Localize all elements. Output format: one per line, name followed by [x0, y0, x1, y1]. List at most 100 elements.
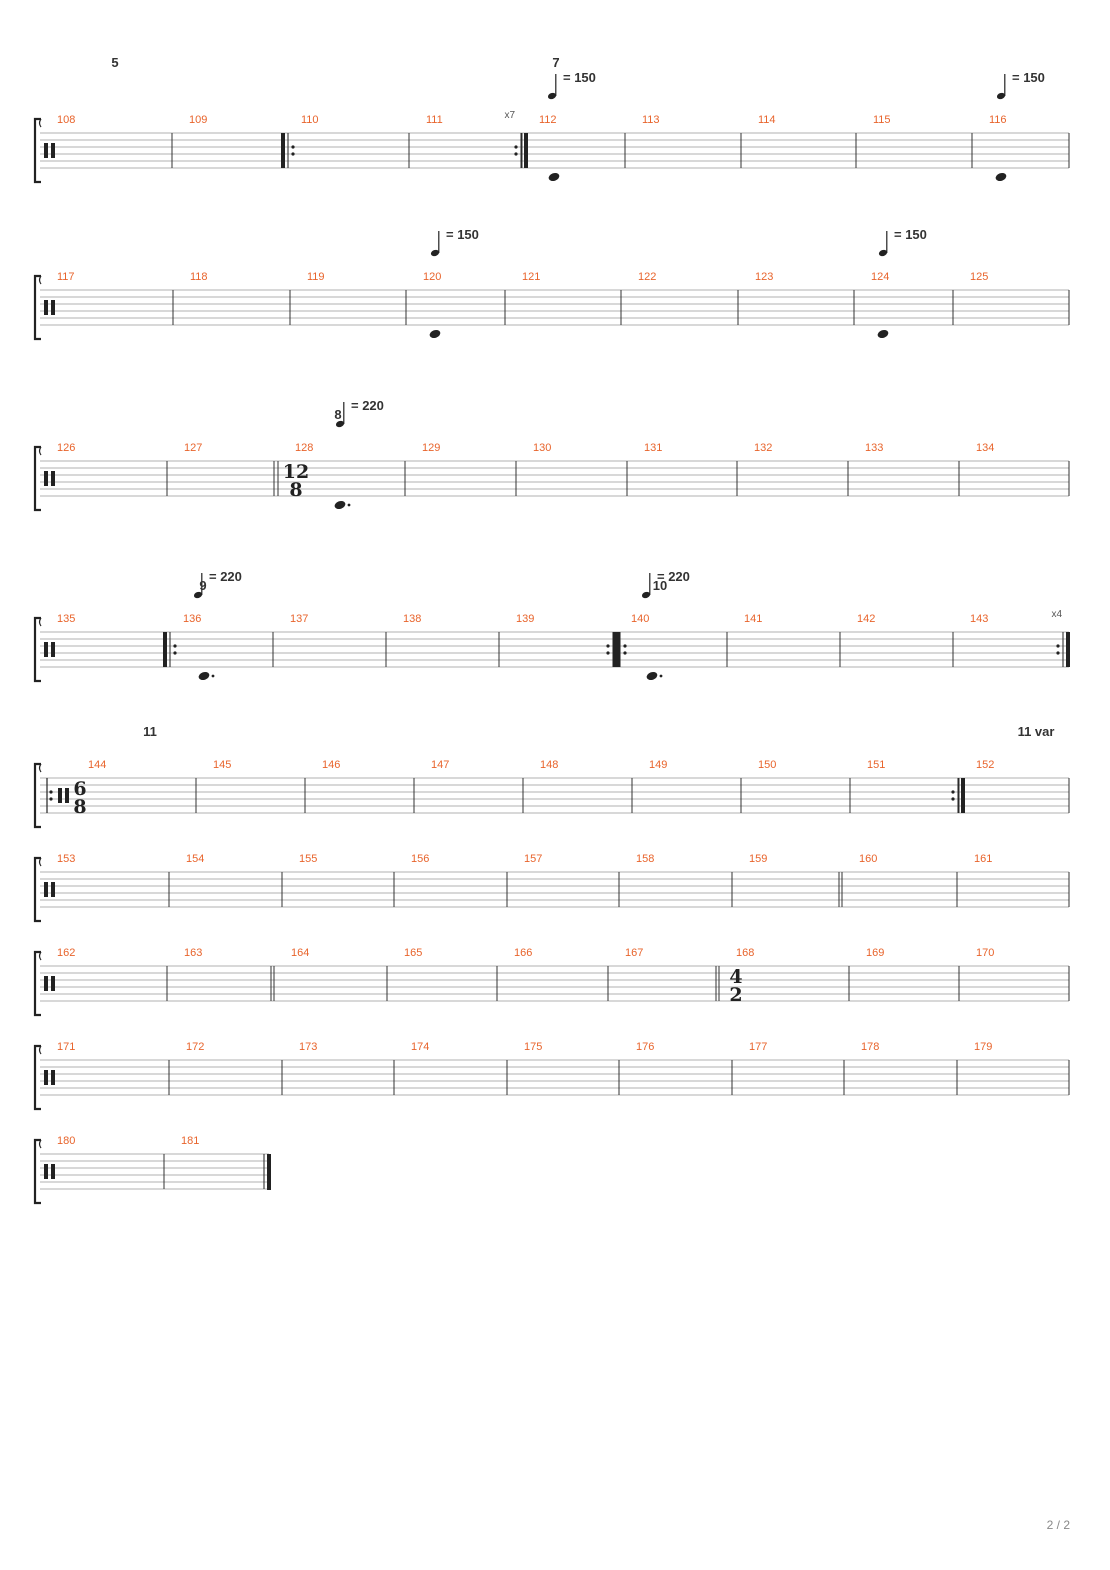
percussion-clef-icon — [58, 788, 62, 803]
bar-number: 112 — [539, 114, 557, 126]
section-label: 7 — [552, 55, 559, 70]
percussion-clef-icon — [51, 300, 55, 315]
bar-number: 173 — [299, 1041, 317, 1053]
bracket-hook — [38, 951, 42, 961]
bass-drum-note — [646, 671, 658, 681]
bar-number: 148 — [540, 759, 558, 771]
bar-number: 153 — [57, 853, 75, 865]
section-label: 11 — [143, 724, 157, 739]
bar-number: 162 — [57, 947, 75, 959]
system-bracket — [33, 856, 41, 923]
bar-number: 179 — [974, 1041, 992, 1053]
bar-number: 171 — [57, 1041, 75, 1053]
system-bracket — [33, 1138, 41, 1205]
percussion-clef-icon — [44, 300, 48, 315]
percussion-clef-icon — [51, 143, 55, 158]
bar-number: 163 — [184, 947, 202, 959]
bass-drum-note — [429, 329, 441, 339]
bass-drum-note — [198, 671, 210, 681]
system-bracket — [33, 445, 41, 512]
tempo-value: = 220 — [351, 398, 384, 413]
bar-number: 174 — [411, 1041, 429, 1053]
system-bracket — [33, 616, 41, 683]
bar-number: 160 — [859, 853, 877, 865]
bar-number: 172 — [186, 1041, 204, 1053]
bracket-hook — [38, 118, 42, 128]
system-bracket — [33, 274, 41, 341]
bar-number: 154 — [186, 853, 204, 865]
bar-number: 164 — [291, 947, 309, 959]
repeat-dot — [514, 152, 518, 156]
repeat-dot — [173, 651, 177, 655]
time-signature-bottom: 8 — [289, 479, 302, 501]
bar-number: 131 — [644, 442, 662, 454]
bracket-hook — [38, 275, 42, 285]
repeat-dot — [514, 145, 518, 149]
system-bracket — [33, 117, 41, 184]
tempo-value: = 220 — [657, 569, 690, 584]
repeat-start-barline — [163, 632, 167, 667]
bar-number: 161 — [974, 853, 992, 865]
repeat-dot — [1056, 644, 1060, 648]
note-dot — [211, 674, 215, 678]
repeat-dot — [606, 644, 610, 648]
page-number: 2 / 2 — [1046, 1518, 1070, 1532]
repeat-dot — [49, 797, 53, 801]
tempo-marking: = 150 — [878, 227, 927, 257]
system-bracket — [33, 950, 41, 1017]
repeat-dot — [1056, 651, 1060, 655]
bar-number: 170 — [976, 947, 994, 959]
bar-number: 125 — [970, 271, 988, 283]
bar-number: 113 — [642, 114, 660, 126]
repeat-dot — [49, 790, 53, 794]
repeat-start-barline — [281, 133, 285, 168]
tempo-marking: = 150 — [547, 70, 596, 100]
bar-number: 140 — [631, 613, 649, 625]
bar-number: 111 — [426, 114, 443, 126]
percussion-clef-icon — [51, 976, 55, 991]
repeat-count: x4 — [1051, 609, 1062, 620]
percussion-clef-icon — [44, 882, 48, 897]
tempo-marking: = 220 — [193, 569, 242, 599]
bar-number: 181 — [181, 1135, 199, 1147]
percussion-clef-icon — [44, 1070, 48, 1085]
bar-number: 138 — [403, 613, 421, 625]
bar-number: 117 — [57, 271, 75, 283]
bar-number: 147 — [431, 759, 449, 771]
note-dot — [347, 503, 351, 507]
bar-number: 134 — [976, 442, 994, 454]
quarter-note-icon — [878, 249, 888, 257]
bar-number: 114 — [758, 114, 776, 126]
bar-number: 176 — [636, 1041, 654, 1053]
bar-number: 136 — [183, 613, 201, 625]
bar-number: 139 — [516, 613, 534, 625]
bracket-hook — [38, 1139, 42, 1149]
bar-number: 123 — [755, 271, 773, 283]
bar-number: 157 — [524, 853, 542, 865]
bar-number: 119 — [307, 271, 325, 283]
bar-number: 142 — [857, 613, 875, 625]
bar-number: 152 — [976, 759, 994, 771]
section-label: 11 var — [1018, 724, 1055, 739]
time-signature-top: 4 — [729, 966, 742, 988]
bar-number: 146 — [322, 759, 340, 771]
repeat-start-barline — [613, 632, 617, 667]
bar-number: 122 — [638, 271, 656, 283]
repeat-dot — [606, 651, 610, 655]
bar-number: 180 — [57, 1135, 75, 1147]
bar-number: 108 — [57, 114, 75, 126]
bar-number: 126 — [57, 442, 75, 454]
bar-number: 177 — [749, 1041, 767, 1053]
bar-number: 178 — [861, 1041, 879, 1053]
bar-number: 143 — [970, 613, 988, 625]
percussion-clef-icon — [51, 882, 55, 897]
percussion-clef-icon — [51, 471, 55, 486]
section-label: 5 — [111, 55, 118, 70]
percussion-clef-icon — [44, 143, 48, 158]
section-label: 8 — [334, 407, 341, 422]
bar-number: 166 — [514, 947, 532, 959]
